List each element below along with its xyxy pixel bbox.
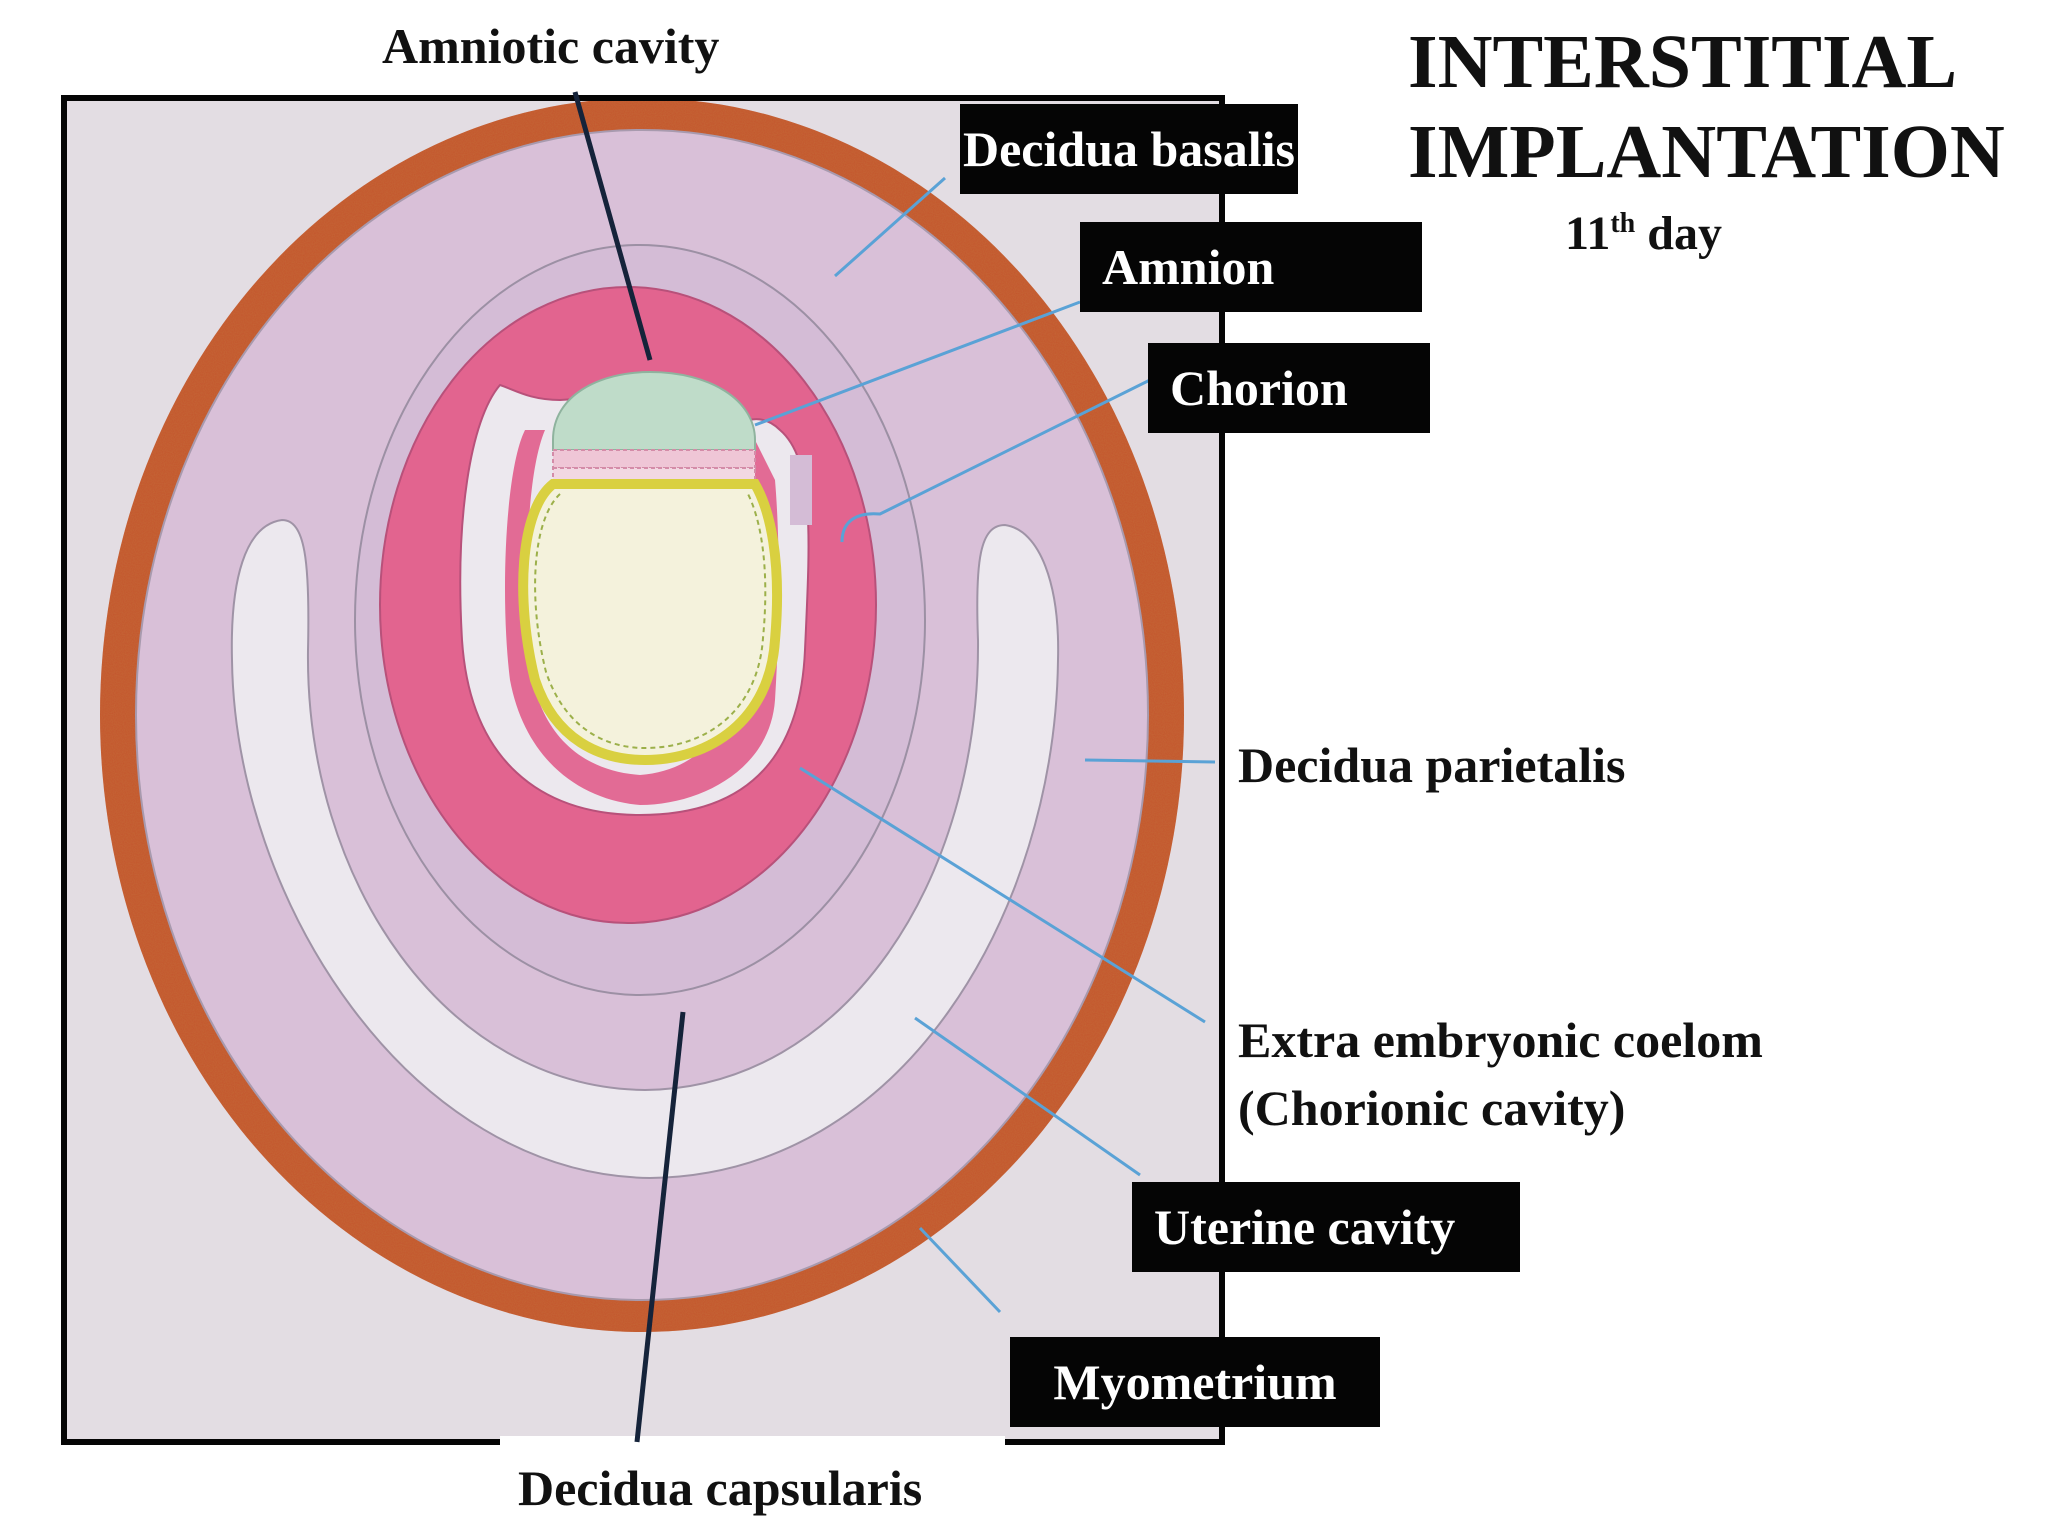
day-suffix: th bbox=[1610, 208, 1636, 239]
leader-extra-embryonic-coelom bbox=[799, 766, 1206, 1024]
label-decidua-capsularis: Decidua capsularis bbox=[518, 1460, 923, 1516]
label-chorionic-cavity: (Chorionic cavity) bbox=[1238, 1080, 1626, 1136]
amniotic-cavity bbox=[552, 370, 756, 451]
bilaminar-disc-epiblast bbox=[552, 449, 756, 469]
leader-decidua-capsularis bbox=[634, 1011, 686, 1443]
label-amnion: Amnion bbox=[1080, 222, 1422, 312]
leader-chorion bbox=[840, 378, 1151, 543]
label-decidua-basalis: Decidua basalis bbox=[960, 104, 1298, 194]
label-chorion: Chorion bbox=[1148, 343, 1430, 433]
day-word: day bbox=[1647, 207, 1722, 260]
leader-amniotic-cavity bbox=[572, 91, 653, 361]
yolk-sac-inner-rim bbox=[534, 493, 767, 750]
title-line-1: INTERSTITIAL bbox=[1408, 20, 1958, 104]
uterine-cavity bbox=[230, 518, 1060, 1180]
leader-decidua-basalis bbox=[834, 176, 946, 278]
frame-gap bbox=[500, 1436, 1005, 1448]
label-extra-embryonic-coelom: Extra embryonic coelom bbox=[1238, 1012, 1763, 1068]
chorion-gap bbox=[790, 455, 812, 525]
label-myometrium: Myometrium bbox=[1010, 1337, 1380, 1427]
day-number: 11 bbox=[1565, 207, 1611, 260]
leader-decidua-parietalis bbox=[1084, 758, 1216, 764]
title-day: 11th day bbox=[1565, 206, 1722, 261]
leader-uterine-cavity bbox=[914, 1016, 1141, 1177]
leader-myometrium bbox=[918, 1226, 1002, 1314]
title-line-2: IMPLANTATION bbox=[1408, 110, 2005, 194]
primary-yolk-sac bbox=[518, 479, 783, 766]
leader-amnion bbox=[754, 300, 1081, 427]
label-decidua-parietalis: Decidua parietalis bbox=[1238, 737, 1626, 793]
label-amniotic-cavity: Amniotic cavity bbox=[382, 18, 720, 74]
label-uterine-cavity: Uterine cavity bbox=[1132, 1182, 1520, 1272]
